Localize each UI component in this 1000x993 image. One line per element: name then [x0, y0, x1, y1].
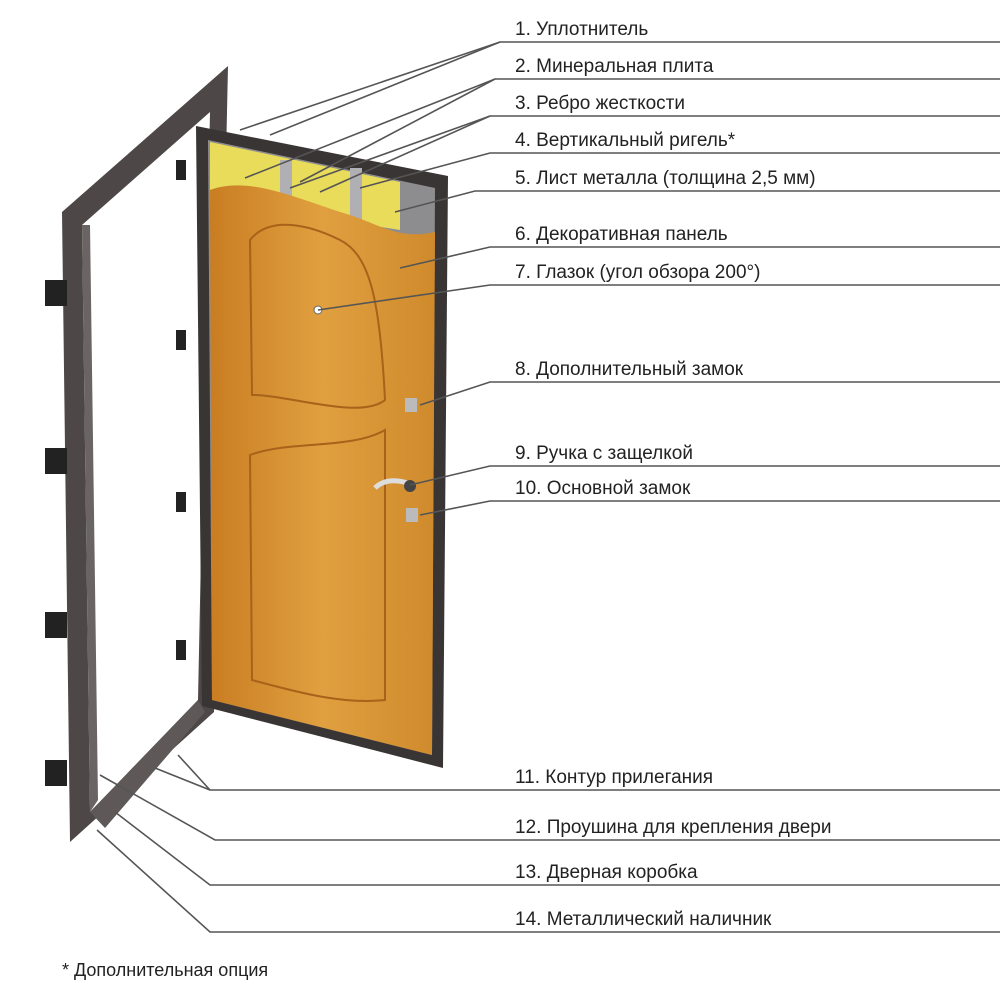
extra-lock-icon [405, 398, 417, 412]
leader-lines [96, 41, 1000, 933]
label-seal: 1. Уплотнитель [515, 19, 649, 40]
label-contact-contour: 11. Контур прилегания [515, 767, 714, 788]
decorative-panel [210, 185, 435, 756]
door-frame [45, 66, 228, 842]
label-main-lock: 10. Основной замок [515, 478, 691, 499]
label-door-box: 13. Дверная коробка [515, 862, 698, 883]
label-mineral-plate: 2. Минеральная плита [515, 56, 714, 77]
label-metal-sheet: 5. Лист металла (толщина 2,5 мм) [515, 168, 816, 189]
footnote: * Дополнительная опция [62, 960, 269, 980]
label-extra-lock: 8. Дополнительный замок [515, 359, 744, 380]
label-stiffener: 3. Ребро жесткости [515, 93, 685, 114]
main-lock-icon [406, 508, 418, 522]
label-metal-trim: 14. Металлический наличник [515, 909, 772, 930]
mounting-lugs [45, 160, 186, 786]
door-leaf [196, 126, 448, 768]
label-mounting-lug: 12. Проушина для крепления двери [515, 817, 832, 838]
label-decor-panel: 6. Декоративная панель [515, 224, 728, 245]
label-handle: 9. Ручка с защелкой [515, 443, 693, 464]
label-peephole: 7. Глазок (угол обзора 200°) [515, 262, 761, 283]
label-vertical-bolt: 4. Вертикальный ригель* [515, 130, 736, 151]
